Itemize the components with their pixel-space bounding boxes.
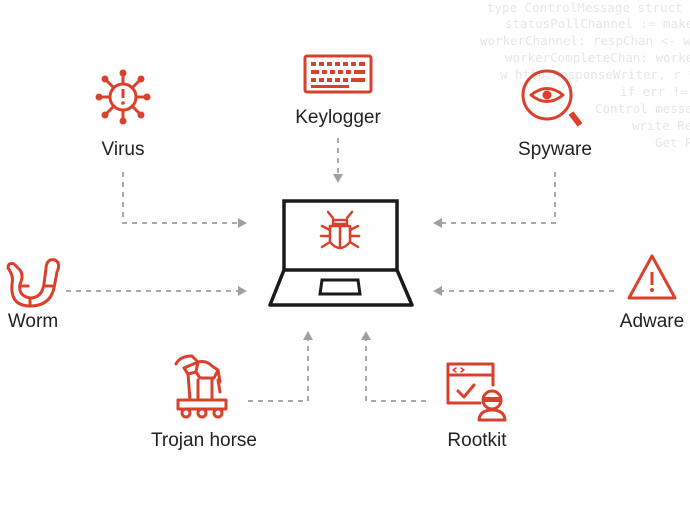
code-line: type ControlMessage struct { xyxy=(487,0,690,15)
laptop-icon xyxy=(268,199,414,307)
label-trojan: Trojan horse xyxy=(151,430,257,451)
warning-icon xyxy=(627,254,677,300)
eye-magnifier-icon xyxy=(521,69,583,127)
arrow-head xyxy=(433,286,442,296)
node-spyware: Spyware xyxy=(518,69,592,160)
arrow-head xyxy=(333,174,343,183)
worm-icon xyxy=(6,258,61,308)
connector-trojan xyxy=(248,340,309,402)
label-rootkit: Rootkit xyxy=(447,430,507,451)
arrow-head xyxy=(303,331,313,340)
label-adware: Adware xyxy=(620,311,684,332)
keyboard-icon xyxy=(303,54,373,94)
trojan-horse-icon xyxy=(174,354,228,419)
arrow-head xyxy=(238,286,247,296)
background-code: type ControlMessage struct { statusPollC… xyxy=(480,0,690,150)
node-keylogger: Keylogger xyxy=(295,54,381,128)
code-line: statusPollChannel := make( xyxy=(505,16,690,31)
code-line: workerCompleteChan: worker xyxy=(505,50,690,65)
virus-icon xyxy=(95,69,151,125)
connector-spyware xyxy=(442,172,556,224)
node-trojan: Trojan horse xyxy=(151,354,257,451)
connectors xyxy=(66,138,614,402)
node-virus: Virus xyxy=(95,69,151,160)
label-virus: Virus xyxy=(102,139,145,160)
arrow-head xyxy=(433,218,442,228)
code-line: if err != nil xyxy=(620,84,690,99)
arrow-head xyxy=(238,218,247,228)
node-worm: Worm xyxy=(6,258,61,332)
connector-virus xyxy=(122,172,238,224)
label-spyware: Spyware xyxy=(518,139,592,160)
arrow-head xyxy=(361,331,371,340)
code-line: workerChannel: respChan <- w xyxy=(480,33,690,48)
code-line: Control message xyxy=(595,101,690,116)
code-line: write Re xyxy=(632,118,690,133)
label-worm: Worm xyxy=(8,311,58,332)
bug-icon xyxy=(319,210,361,250)
connector-rootkit xyxy=(365,340,426,402)
code-line: Get R xyxy=(655,135,690,150)
node-rootkit: Rootkit xyxy=(446,362,507,451)
node-adware: Adware xyxy=(620,254,684,332)
rootkit-icon xyxy=(446,362,507,422)
label-keylogger: Keylogger xyxy=(295,107,381,128)
